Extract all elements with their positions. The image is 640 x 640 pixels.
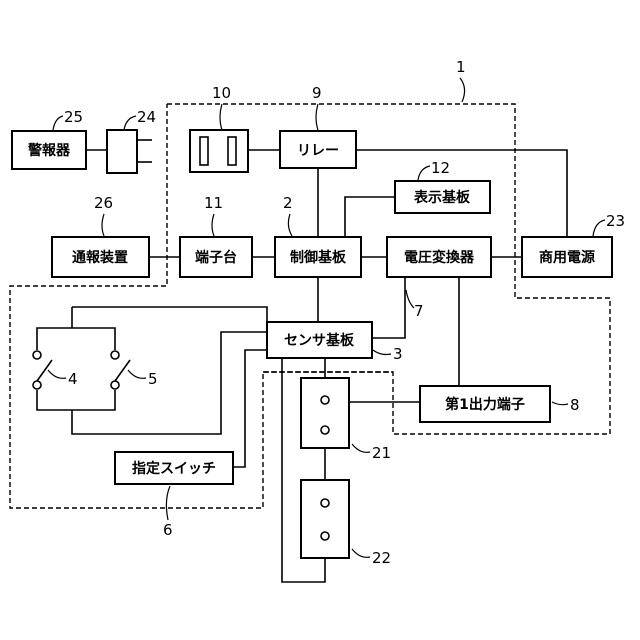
element-22-box — [301, 480, 349, 558]
ref-8: 8 — [570, 396, 580, 414]
designation-switch-label: 指定スイッチ — [132, 460, 216, 477]
element-22-contact-top — [321, 499, 329, 507]
ref-21: 21 — [372, 444, 391, 462]
ref-22: 22 — [372, 549, 391, 567]
ref-1-leader — [460, 78, 465, 102]
terminal-block-label: 端子台 — [195, 249, 237, 266]
ref-26-leader — [102, 214, 104, 236]
switch-5-contact-bottom — [111, 381, 119, 389]
ref-5-leader — [128, 370, 146, 378]
wire-designation-sensor — [233, 350, 267, 467]
voltage-converter-label: 電圧変換器 — [404, 249, 475, 266]
wire-converter-sensor — [372, 277, 405, 338]
ref-2: 2 — [283, 194, 293, 212]
ref-4: 4 — [68, 370, 78, 388]
ref-22-leader — [352, 549, 370, 557]
switch-4-contact-bottom — [33, 381, 41, 389]
ref-24: 24 — [137, 108, 156, 126]
element-21-box — [301, 378, 349, 448]
ref-7-leader — [406, 290, 414, 308]
ref-11: 11 — [204, 194, 223, 212]
notification-device-label: 通報装置 — [72, 249, 128, 266]
ref-23: 23 — [606, 212, 625, 230]
relay-label: リレー — [297, 143, 339, 159]
ref-5: 5 — [148, 370, 158, 388]
ref-6: 6 — [163, 521, 173, 539]
ref-7: 7 — [414, 302, 424, 320]
element-21-contact-bottom — [321, 426, 329, 434]
switch-4-blade — [37, 360, 52, 381]
wire-switch-bottom-sensor — [72, 332, 267, 434]
ref-24-leader — [124, 116, 136, 130]
element-22-contact-bottom — [321, 532, 329, 540]
control-board-label: 制御基板 — [290, 249, 347, 266]
element-10-slot-right — [228, 137, 236, 165]
ref-6-leader — [166, 486, 170, 520]
ref-26: 26 — [94, 194, 113, 212]
wire-switch-bottom — [37, 390, 115, 410]
plug-body — [107, 130, 137, 173]
alarm-label: 警報器 — [28, 142, 71, 159]
ref-21-leader — [352, 444, 370, 452]
ref-3-leader — [373, 350, 391, 355]
ref-2-leader — [288, 214, 292, 236]
ref-25-leader — [53, 116, 63, 130]
element-10-slot-left — [200, 137, 208, 165]
ref-25: 25 — [64, 108, 83, 126]
display-board-label: 表示基板 — [413, 189, 471, 206]
ref-8-leader — [552, 402, 568, 405]
ref-3: 3 — [393, 345, 403, 363]
sensor-board-label: センサ基板 — [284, 332, 355, 349]
ref-1: 1 — [456, 58, 466, 76]
ref-12-leader — [418, 166, 430, 180]
ref-11-leader — [212, 214, 214, 236]
ref-10-leader — [220, 104, 222, 130]
ref-4-leader — [48, 370, 66, 378]
ref-23-leader — [593, 220, 605, 236]
ref-10: 10 — [212, 84, 231, 102]
element-21-contact-top — [321, 396, 329, 404]
first-output-terminal-label: 第1出力端子 — [445, 396, 525, 413]
wire-display-control — [345, 197, 395, 237]
commercial-power-label: 商用電源 — [539, 249, 595, 266]
wire-switch-top-sensor — [72, 307, 267, 322]
switch-4-contact-top — [33, 351, 41, 359]
ref-9-leader — [316, 104, 318, 130]
ref-12: 12 — [431, 159, 450, 177]
wire-switch-top — [37, 328, 115, 350]
element-10-box — [190, 130, 248, 172]
switch-5-contact-top — [111, 351, 119, 359]
ref-9: 9 — [312, 84, 322, 102]
